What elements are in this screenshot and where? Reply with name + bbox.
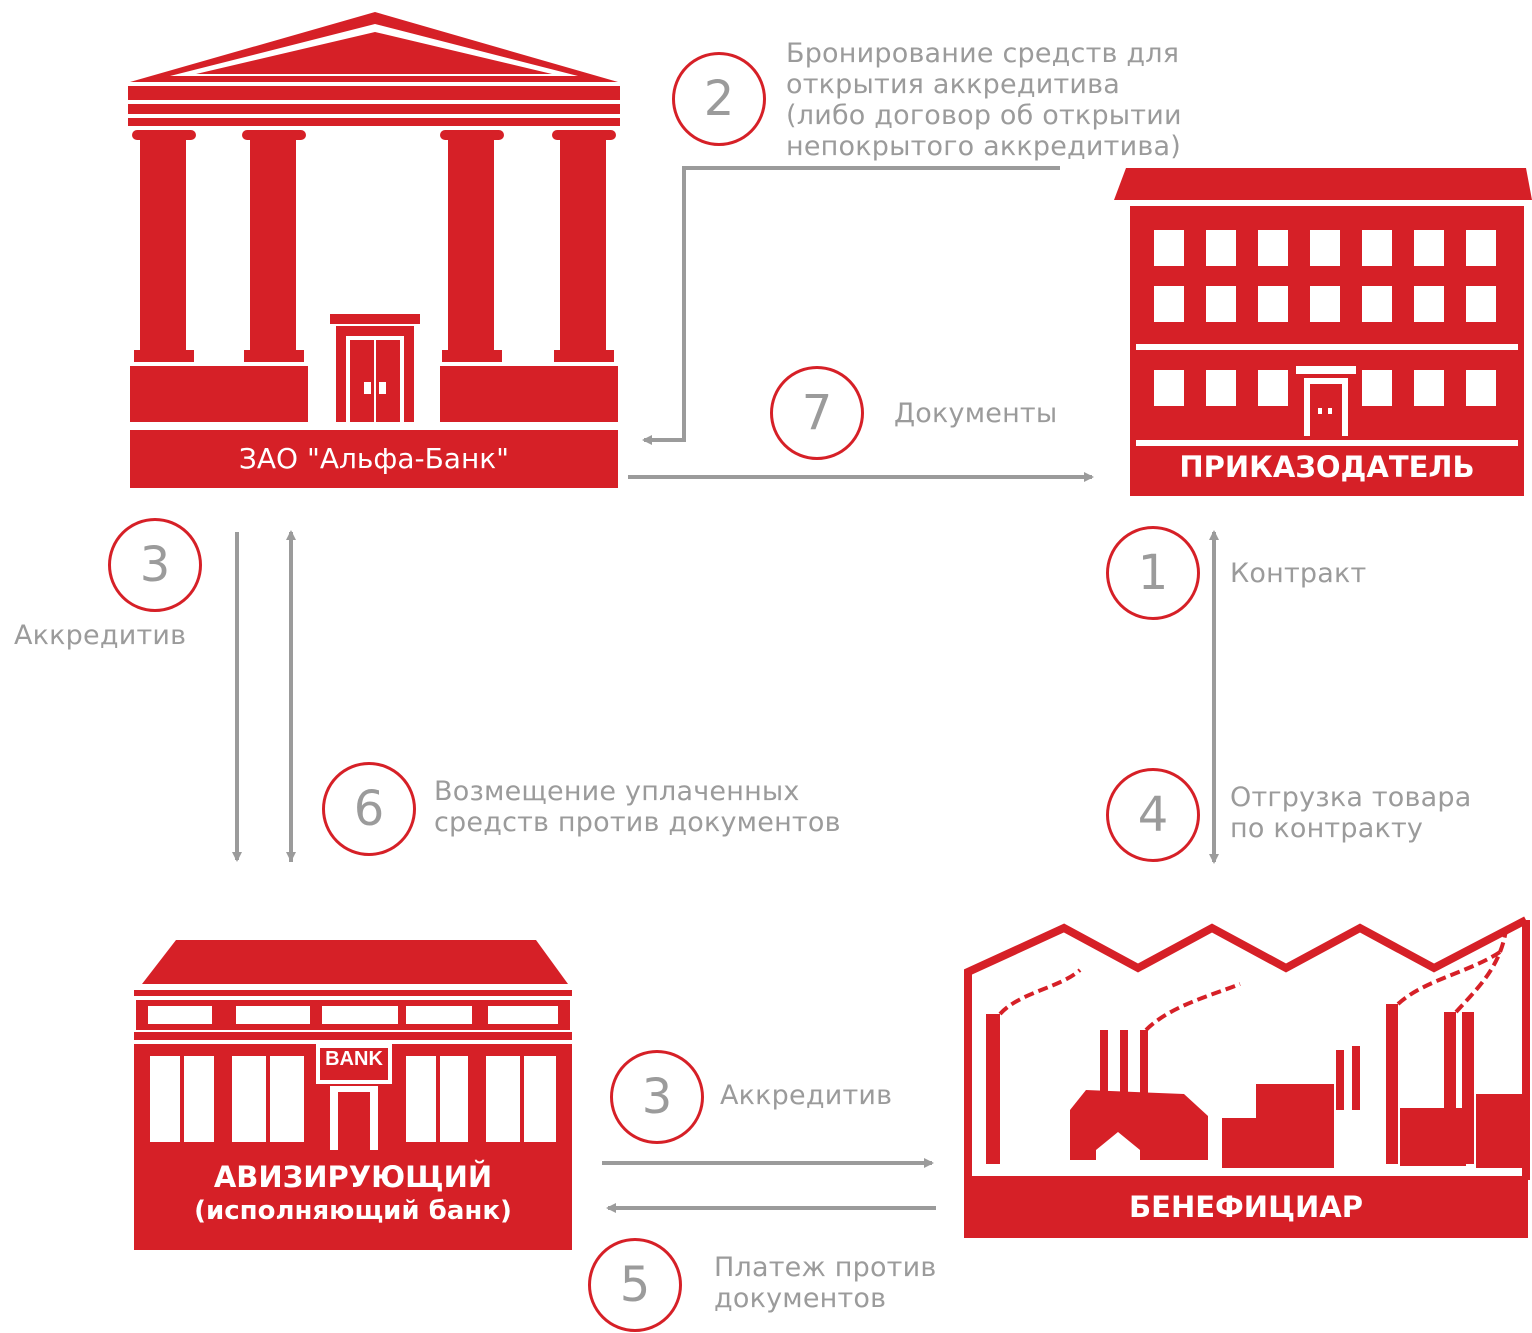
step-text-1: Контракт — [1230, 558, 1366, 589]
issuing-bank-label: ЗАО "Альфа-Банк" — [238, 442, 510, 475]
step-7-line-1: Документы — [894, 398, 1058, 429]
step-2-line-3: (либо договор об открытии — [786, 100, 1182, 131]
step-5-line-1: Платеж против — [714, 1252, 937, 1283]
beneficiary-factory-icon — [964, 916, 1530, 1238]
applicant-office-building-icon — [1114, 168, 1532, 496]
step-number-5: 5 — [588, 1238, 682, 1332]
step-6-line-2: средств против документов — [434, 807, 841, 838]
issuing-bank-building-icon — [128, 12, 620, 488]
step-number-2: 2 — [672, 52, 766, 146]
step-5-line-2: документов — [714, 1283, 887, 1314]
arrow-step-2 — [642, 166, 1060, 445]
step-text-4: Отгрузка товара по контракту — [1230, 782, 1471, 844]
step-text-6: Возмещение уплаченных средств против док… — [434, 776, 841, 838]
step-4-line-1: Отгрузка товара — [1230, 782, 1472, 813]
step-2-line-1: Бронирование средств для — [786, 38, 1180, 69]
step-2-line-4: непокрытого аккредитива) — [786, 131, 1181, 162]
beneficiary-label: БЕНЕФИЦИАР — [1129, 1190, 1363, 1224]
step-text-5: Платеж против документов — [714, 1252, 936, 1314]
step-text-7: Документы — [894, 398, 1057, 429]
step-3-top-line-1: Аккредитив — [14, 620, 187, 651]
flow-arrows — [232, 166, 1219, 1213]
step-3-bottom-line-1: Аккредитив — [720, 1080, 893, 1111]
step-1-line-1: Контракт — [1230, 558, 1367, 589]
step-text-2: Бронирование средств для открытия аккред… — [786, 38, 1182, 162]
step-number-3-bottom: 3 — [610, 1050, 704, 1144]
applicant-label: ПРИКАЗОДАТЕЛЬ — [1179, 450, 1475, 484]
step-number-4: 4 — [1106, 768, 1200, 862]
step-number-7: 7 — [770, 366, 864, 460]
step-text-3-bottom: Аккредитив — [720, 1080, 892, 1111]
step-number-3-top: 3 — [108, 518, 202, 612]
step-6-line-1: Возмещение уплаченных — [434, 776, 800, 807]
step-4-line-2: по контракту — [1230, 813, 1424, 844]
step-number-6: 6 — [322, 762, 416, 856]
advising-bank-label: АВИЗИРУЮЩИЙ — [213, 1160, 493, 1194]
advising-bank-sign: BANK — [325, 1048, 383, 1070]
step-text-3-top: Аккредитив — [14, 620, 186, 651]
advising-bank-building-icon — [134, 940, 572, 1250]
step-2-line-2: открытия аккредитива — [786, 69, 1120, 100]
step-number-1: 1 — [1106, 526, 1200, 620]
advising-bank-sublabel: (исполняющий банк) — [194, 1196, 512, 1226]
